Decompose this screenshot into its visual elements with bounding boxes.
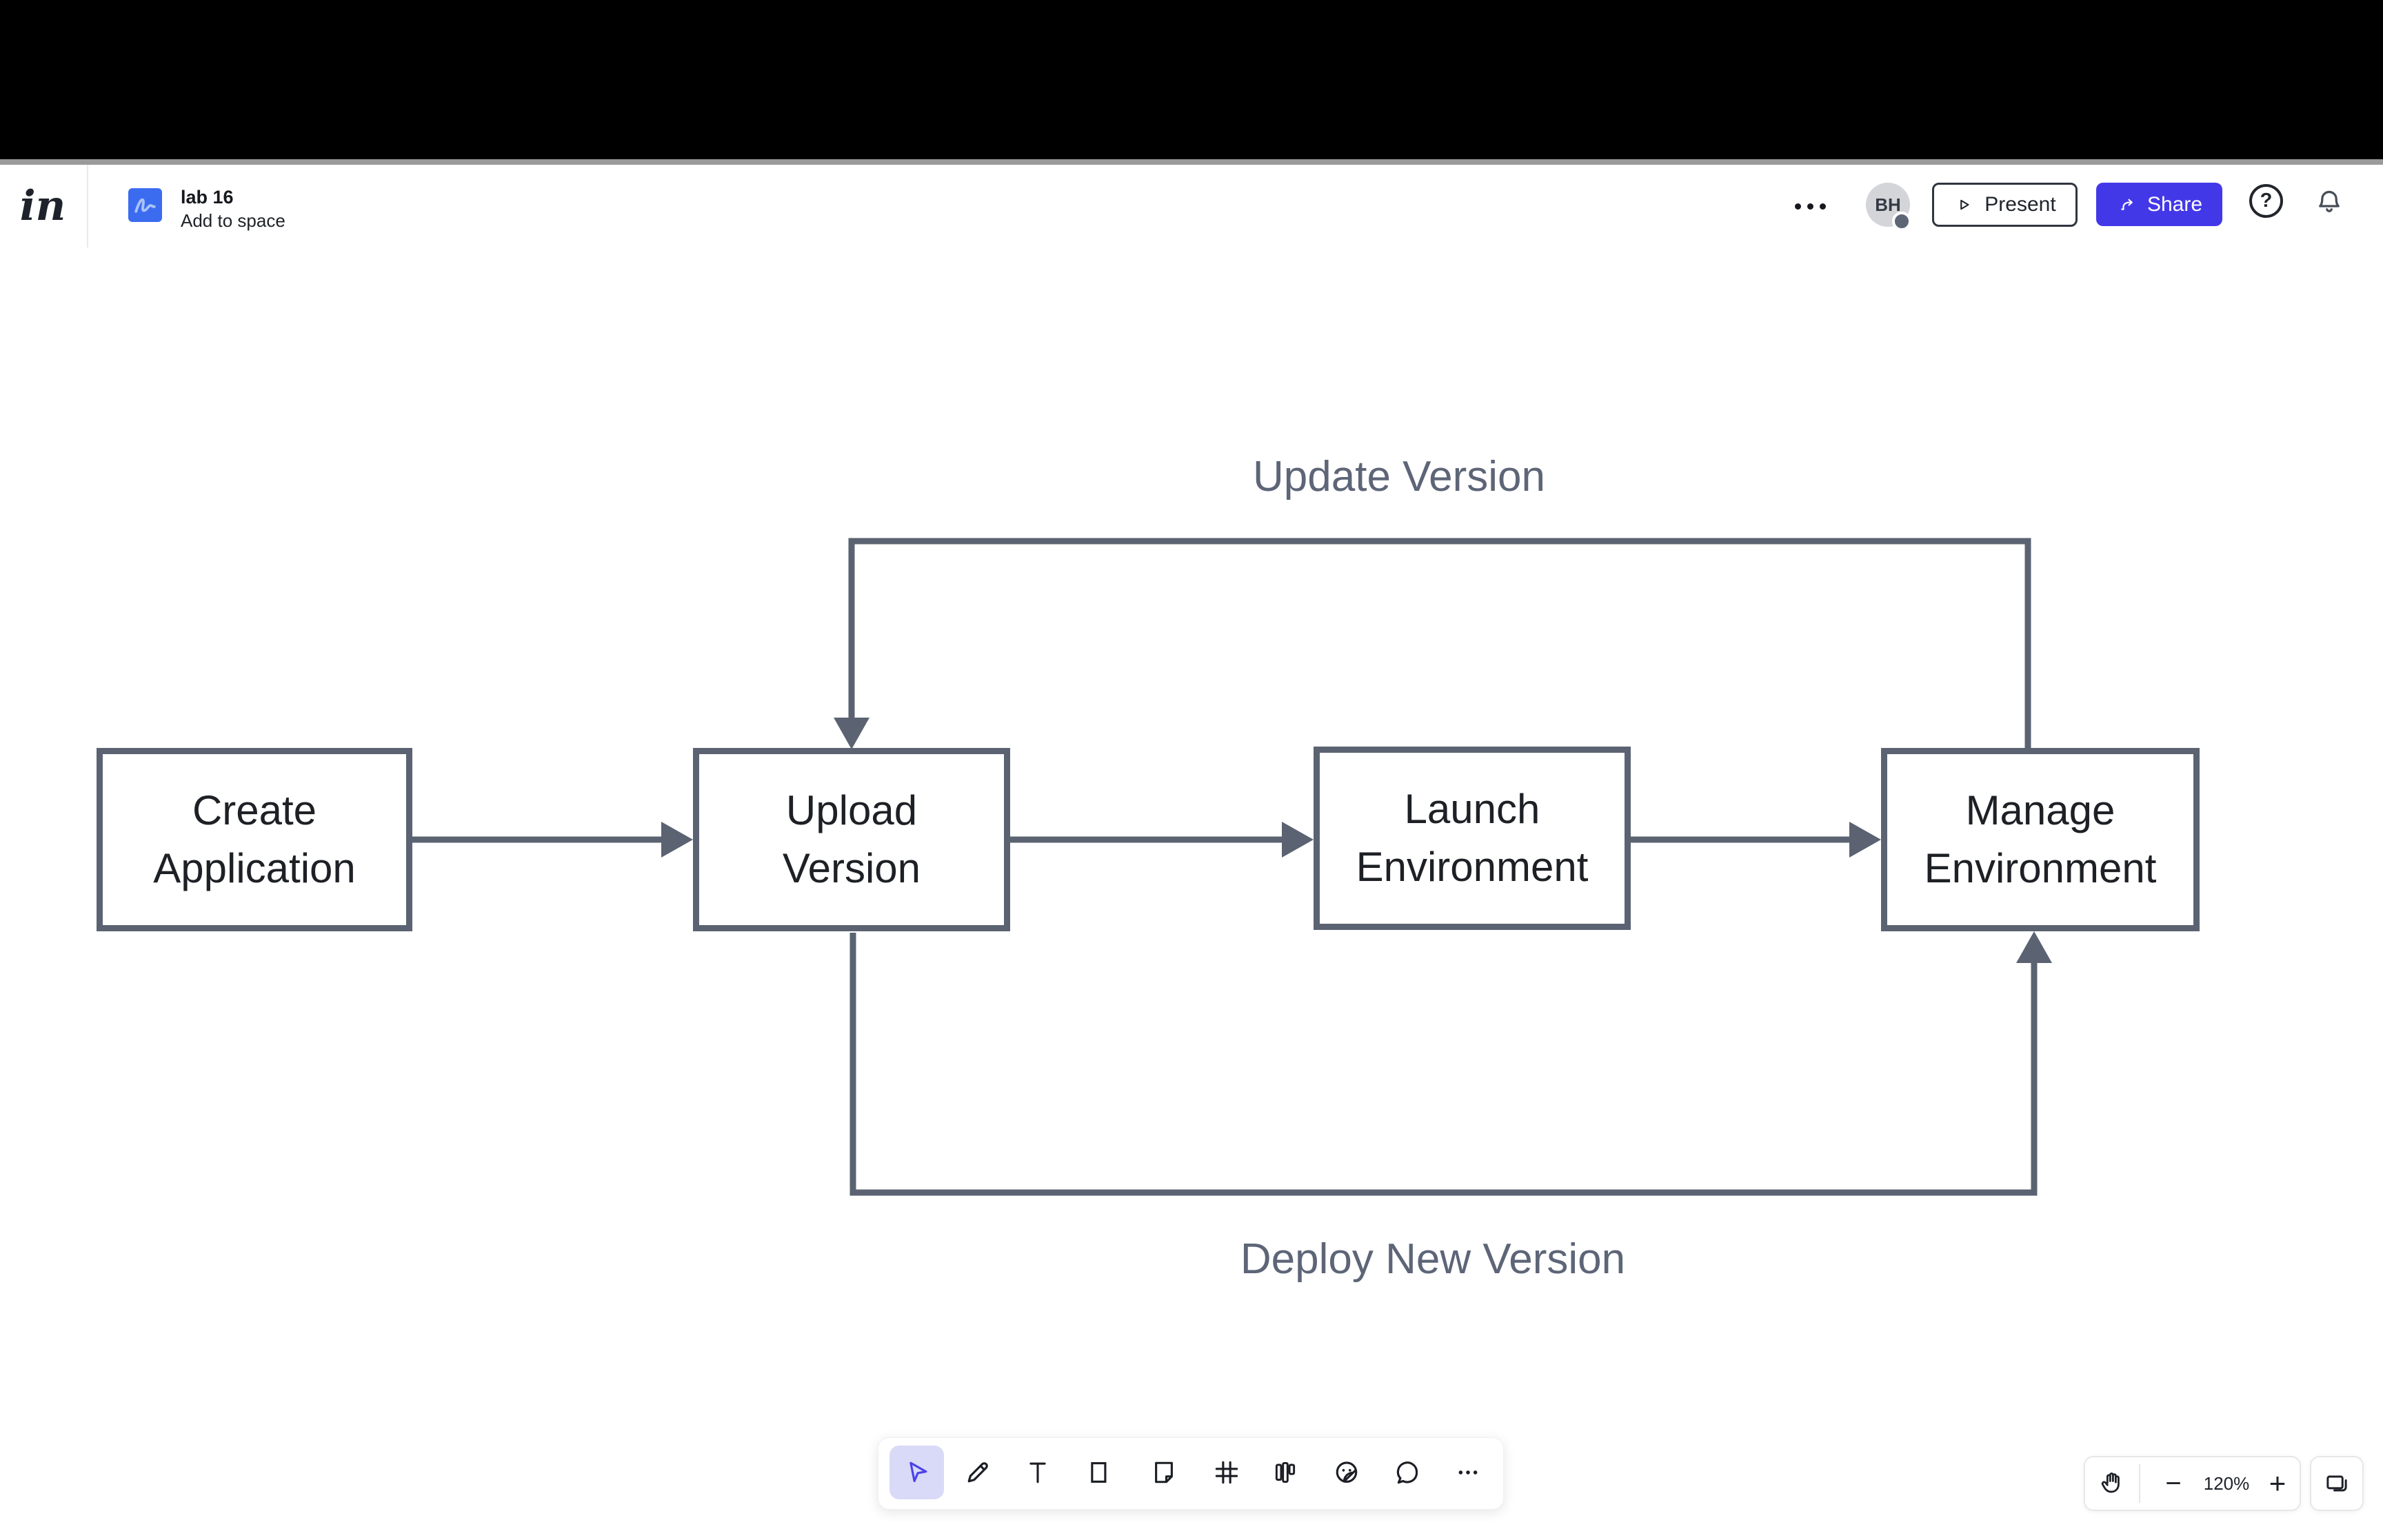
avatar[interactable]: BH — [1866, 183, 1910, 227]
header-divider — [87, 165, 88, 247]
dot-icon — [1807, 203, 1813, 210]
frames-overview-button[interactable] — [2310, 1456, 2364, 1511]
hand-tool-button[interactable] — [2085, 1457, 2139, 1510]
zoom-level[interactable]: 120% — [2203, 1472, 2250, 1494]
tool-palette — [878, 1437, 1504, 1510]
avatar-status-dot — [1892, 212, 1911, 231]
invision-logo[interactable]: in — [19, 182, 66, 230]
play-icon — [1960, 199, 1969, 210]
share-button[interactable]: Share — [2096, 183, 2222, 226]
zoom-out-button[interactable]: − — [2165, 1468, 2182, 1499]
sticker-smiley-icon — [1336, 1461, 1357, 1483]
node-manage-environment[interactable]: Manage Environment — [1881, 748, 2200, 931]
tool-shape[interactable] — [1071, 1446, 1125, 1499]
frame-hash-icon — [1215, 1461, 1238, 1484]
dot-icon — [1819, 203, 1826, 210]
arrowhead-right — [1282, 822, 1314, 858]
pencil-icon — [967, 1462, 988, 1483]
node-launch-environment[interactable]: Launch Environment — [1314, 747, 1631, 930]
present-button[interactable]: Present — [1932, 183, 2078, 227]
app-header: in lab 16 Add to space BH Present Share … — [0, 165, 2383, 249]
tool-sticker[interactable] — [1319, 1446, 1374, 1499]
titlebar-divider — [0, 159, 2383, 165]
help-button[interactable]: ? — [2249, 184, 2283, 218]
arrowhead-right — [1849, 822, 1881, 858]
hand-icon — [2101, 1472, 2120, 1493]
freehand-squiggle-icon — [134, 198, 156, 213]
zoom-divider — [2139, 1464, 2140, 1503]
arrowhead-down — [834, 718, 869, 749]
share-icon — [2121, 199, 2133, 210]
node-upload-version[interactable]: Upload Version — [693, 748, 1010, 931]
help-question-mark: ? — [2260, 190, 2273, 212]
tool-more[interactable] — [1440, 1446, 1495, 1499]
bell-icon — [2319, 190, 2340, 212]
whiteboard-canvas[interactable]: Create Application Upload Version Launch… — [0, 247, 2383, 1540]
comment-bubble-icon — [1396, 1461, 1418, 1484]
share-button-label: Share — [2146, 192, 2203, 216]
zoom-controls: − 120% + — [2084, 1456, 2301, 1511]
ellipsis-icon — [1458, 1470, 1477, 1475]
cursor-icon — [909, 1461, 927, 1483]
tool-select[interactable] — [889, 1446, 944, 1499]
rectangle-icon — [1090, 1462, 1106, 1483]
add-to-space-link[interactable]: Add to space — [181, 210, 285, 231]
node-create-application[interactable]: Create Application — [97, 748, 412, 931]
tool-frame[interactable] — [1199, 1446, 1254, 1499]
edge-label-deploy-new-version[interactable]: Deploy New Version — [1240, 1235, 1626, 1283]
tool-sticky-note[interactable] — [1136, 1446, 1191, 1499]
window-titlebar — [0, 0, 2383, 159]
tool-align[interactable] — [1258, 1446, 1312, 1499]
text-icon — [1029, 1462, 1046, 1483]
arrowhead-right — [661, 822, 693, 858]
notifications-button[interactable] — [2311, 184, 2347, 220]
frames-icon — [2326, 1475, 2347, 1492]
arrowhead-up — [2016, 931, 2052, 963]
edge-label-update-version[interactable]: Update Version — [1253, 453, 1545, 500]
document-icon[interactable] — [128, 188, 162, 222]
edge-update-version — [848, 538, 2031, 748]
tool-comment[interactable] — [1380, 1446, 1434, 1499]
sticky-note-icon — [1154, 1461, 1173, 1483]
zoom-in-button[interactable]: + — [2269, 1467, 2286, 1499]
dot-icon — [1794, 203, 1801, 210]
tool-text[interactable] — [1010, 1446, 1065, 1499]
more-options-button[interactable] — [1782, 179, 1838, 234]
present-button-label: Present — [1984, 193, 2056, 216]
align-bars-icon — [1275, 1461, 1295, 1483]
edge-deploy-new-version — [849, 933, 2038, 1196]
flowchart-connectors — [412, 538, 2052, 1196]
tool-draw[interactable] — [950, 1446, 1005, 1499]
document-title[interactable]: lab 16 — [181, 187, 234, 207]
